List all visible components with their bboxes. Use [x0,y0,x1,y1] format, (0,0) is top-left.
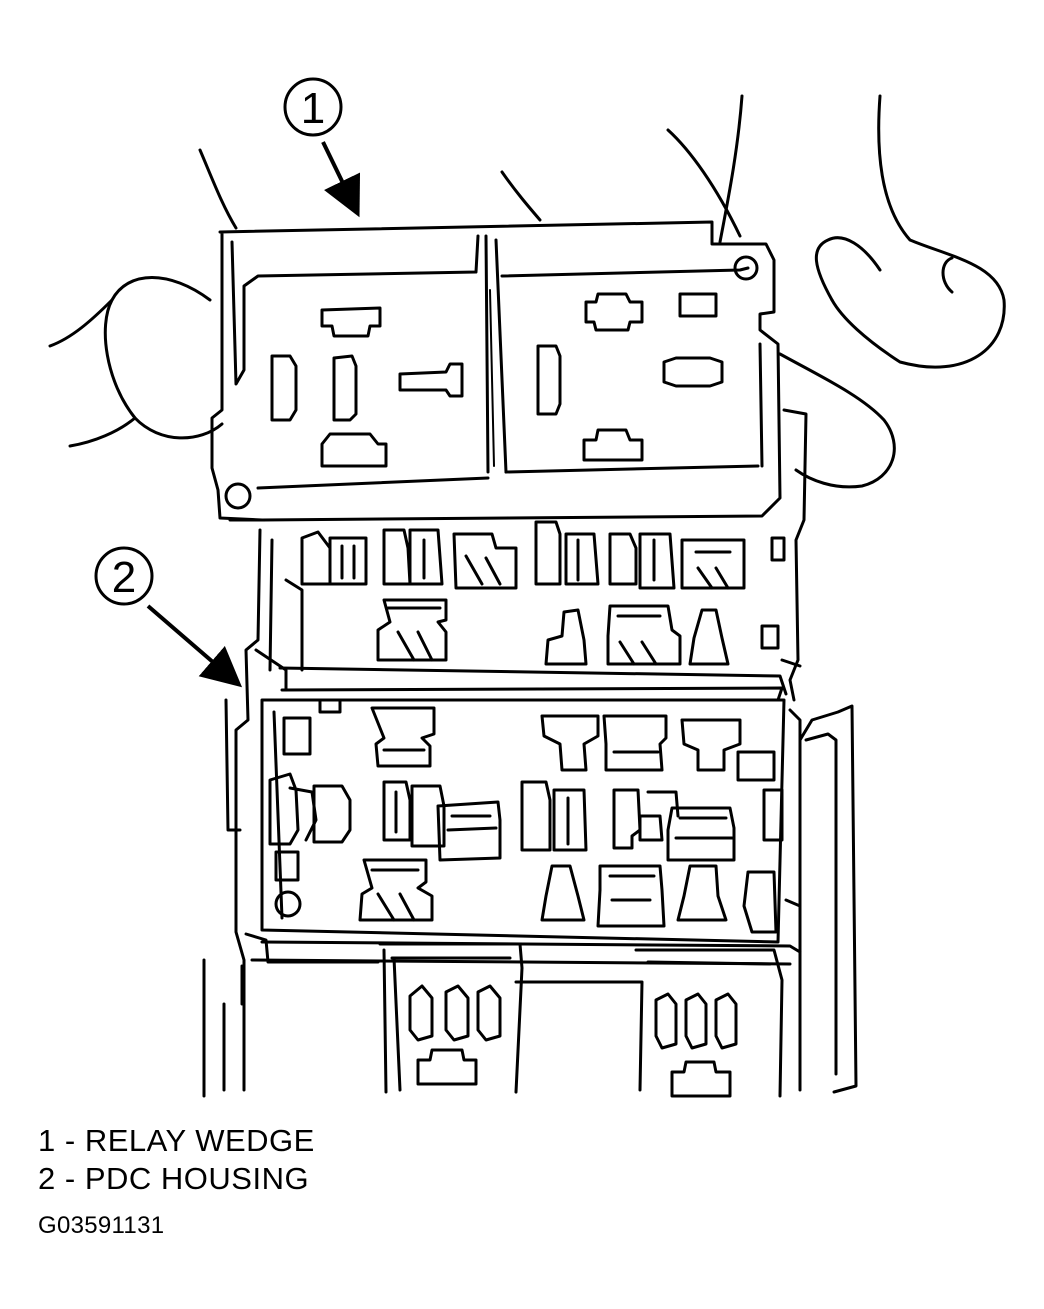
relay-wedge-pdc-diagram: 1 2 [48,77,1006,1098]
hand-left [48,148,238,448]
legend-label: PDC HOUSING [84,1161,310,1196]
pdc-housing [202,408,858,1098]
hand-right [666,94,1006,489]
callout-1: 1 [283,77,361,218]
svg-text:2: 2 [112,553,136,602]
legend-label: RELAY WEDGE [84,1123,315,1158]
legend-separator: - [64,1161,76,1196]
hand-top [500,170,542,222]
legend-item-relay-wedge: 1 - RELAY WEDGE [38,1122,315,1160]
legend: 1 - RELAY WEDGE 2 - PDC HOUSING [38,1122,315,1198]
legend-number: 1 [38,1123,56,1158]
svg-text:1: 1 [301,84,325,133]
legend-item-pdc-housing: 2 - PDC HOUSING [38,1160,315,1198]
relay-wedge [210,220,782,522]
figure-id: G03591131 [38,1212,165,1239]
callout-2: 2 [94,546,243,688]
legend-number: 2 [38,1161,56,1196]
legend-separator: - [64,1123,76,1158]
